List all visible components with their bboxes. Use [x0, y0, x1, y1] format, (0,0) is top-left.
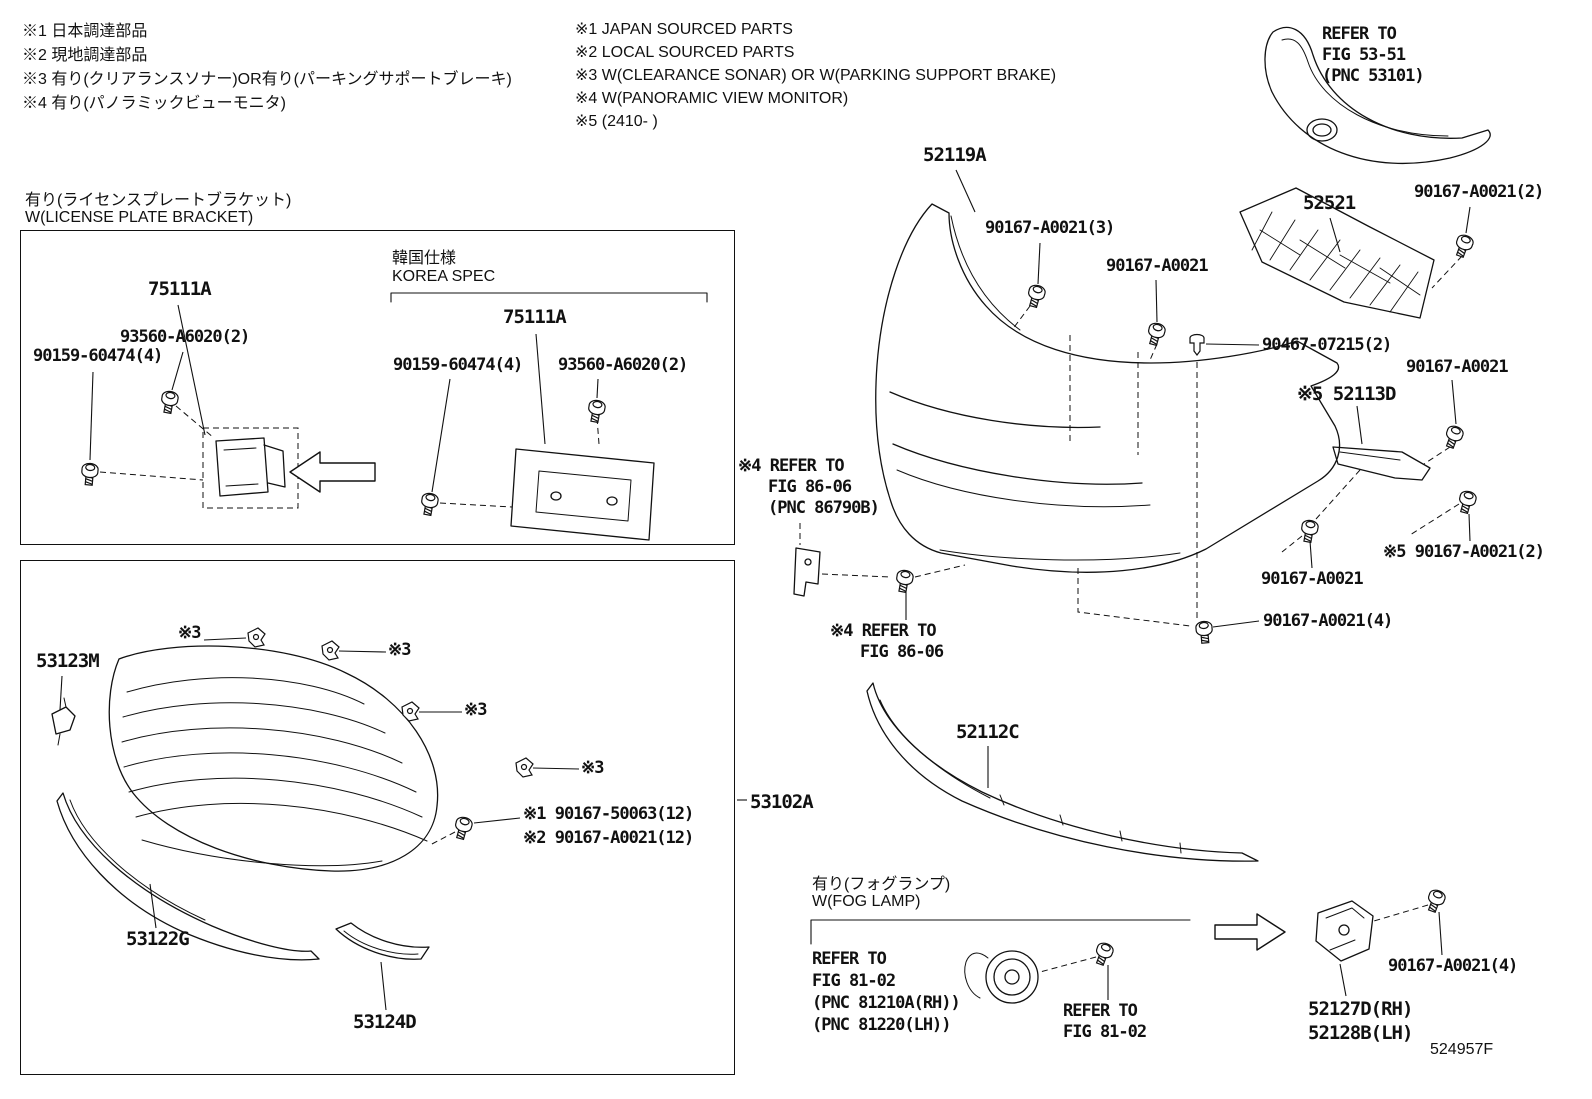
note-en-5: ※5 (2410- )	[575, 113, 658, 130]
refer-line: (PNC 86790B)	[768, 498, 880, 518]
part-label-52127d: 52127D(RH)	[1308, 998, 1413, 1020]
notes-japanese: ※1 日本調達部品 ※2 現地調達部品 ※3 有り(クリアランスソナー)OR有り…	[22, 20, 512, 116]
refer-line: ※4 REFER TO	[830, 621, 937, 641]
part-label-52128b: 52128B(LH)	[1308, 1022, 1413, 1044]
part-label-53102a: 53102A	[750, 791, 814, 813]
license-bracket-box	[20, 230, 735, 545]
note3-marker-b: ※3	[388, 640, 412, 660]
grille-box	[20, 560, 735, 1075]
part-label-53123m: 53123M	[36, 650, 100, 672]
part-label-52521: 52521	[1303, 192, 1356, 214]
part-label-90167-a0021-x4: 90167-A0021(4)	[1263, 611, 1393, 631]
note3-marker-a: ※3	[178, 623, 202, 643]
part-label-52119a: 52119A	[923, 144, 987, 166]
refer-line: REFER TO	[1322, 24, 1397, 44]
note-jp-4: ※4 有り(パノラミックビューモニタ)	[22, 95, 287, 112]
part-label-90167-a0021-x12: ※2 90167-A0021(12)	[523, 828, 694, 848]
license-section-title-jp: 有り(ライセンスプレートブラケット)	[25, 192, 292, 209]
part-label-90167-a0021-mid: 90167-A0021	[1261, 569, 1364, 589]
part-label-90159-60474-right: 90159-60474(4)	[393, 355, 523, 375]
refer-line: (PNC 81210A(RH))	[812, 993, 961, 1013]
note-en-3: ※3 W(CLEARANCE SONAR) OR W(PARKING SUPPO…	[575, 67, 1057, 84]
refer-line: FIG 53-51	[1322, 45, 1406, 65]
part-label-75111a-right: 75111A	[503, 306, 567, 328]
part-label-52113d: ※5 52113D	[1297, 383, 1396, 405]
korea-spec-title-jp: 韓国仕様	[392, 250, 457, 267]
refer-line: FIG 81-02	[812, 971, 896, 991]
korea-spec-title-en: KOREA SPEC	[392, 268, 496, 285]
note-en-4: ※4 W(PANORAMIC VIEW MONITOR)	[575, 90, 849, 107]
note-en-1: ※1 JAPAN SOURCED PARTS	[575, 21, 793, 38]
refer-line: (PNC 53101)	[1322, 66, 1425, 86]
refer-line: (PNC 81220(LH))	[812, 1015, 952, 1035]
refer-line: REFER TO	[812, 949, 887, 969]
refer-note-fig-86-06-b: ※4 REFER TO FIG 86-06	[830, 621, 944, 663]
refer-note-fig-53-51: REFER TO FIG 53-51 (PNC 53101)	[1322, 24, 1425, 87]
refer-line: ※4 REFER TO	[738, 456, 845, 476]
refer-line: FIG 86-06	[768, 477, 852, 497]
part-label-53124d: 53124D	[353, 1011, 417, 1033]
fog-section-title-en: W(FOG LAMP)	[812, 893, 921, 910]
refer-line: FIG 86-06	[860, 642, 944, 662]
part-label-90167-a0021-x3: 90167-A0021(3)	[985, 218, 1115, 238]
license-section-title-en: W(LICENSE PLATE BRACKET)	[25, 209, 254, 226]
part-label-93560-a6020-left: 93560-A6020(2)	[120, 327, 250, 347]
refer-note-fig-81-02-a: REFER TO FIG 81-02 (PNC 81210A(RH)) (PNC…	[812, 948, 961, 1036]
note-en-2: ※2 LOCAL SOURCED PARTS	[575, 44, 795, 61]
note3-marker-c: ※3	[464, 700, 488, 720]
part-label-90167-a0021-x2-top: 90167-A0021(2)	[1414, 182, 1544, 202]
refer-line: FIG 81-02	[1063, 1022, 1147, 1042]
part-label-90467-07215: 90467-07215(2)	[1262, 335, 1392, 355]
refer-line: REFER TO	[1063, 1001, 1138, 1021]
part-label-93560-a6020-right: 93560-A6020(2)	[558, 355, 688, 375]
part-label-90159-60474-left: 90159-60474(4)	[33, 346, 163, 366]
part-label-53122g: 53122G	[126, 928, 190, 950]
part-label-90167-a0021-x4-fog: 90167-A0021(4)	[1388, 956, 1518, 976]
refer-note-fig-86-06-a: ※4 REFER TO FIG 86-06 (PNC 86790B)	[738, 456, 880, 519]
part-label-52112c: 52112C	[956, 721, 1020, 743]
part-label-75111a-left: 75111A	[148, 278, 212, 300]
part-label-90167-a0021-top: 90167-A0021	[1106, 256, 1209, 276]
note-jp-2: ※2 現地調達部品	[22, 47, 148, 64]
direction-arrows	[289, 451, 1286, 951]
part-label-90167-a0021-x2-bot: ※5 90167-A0021(2)	[1383, 542, 1545, 562]
note3-marker-d: ※3	[581, 758, 605, 778]
notes-english: ※1 JAPAN SOURCED PARTS ※2 LOCAL SOURCED …	[575, 18, 1056, 133]
refer-note-fig-81-02-b: REFER TO FIG 81-02	[1063, 1001, 1147, 1043]
diagram-code: 524957F	[1430, 1041, 1494, 1058]
note-jp-1: ※1 日本調達部品	[22, 23, 148, 40]
fog-section-title-jp: 有り(フォグランプ)	[812, 876, 951, 893]
part-label-90167-50063: ※1 90167-50063(12)	[523, 804, 694, 824]
note-jp-3: ※3 有り(クリアランスソナー)OR有り(パーキングサポートブレーキ)	[22, 71, 512, 88]
part-label-90167-a0021-right: 90167-A0021	[1406, 357, 1509, 377]
